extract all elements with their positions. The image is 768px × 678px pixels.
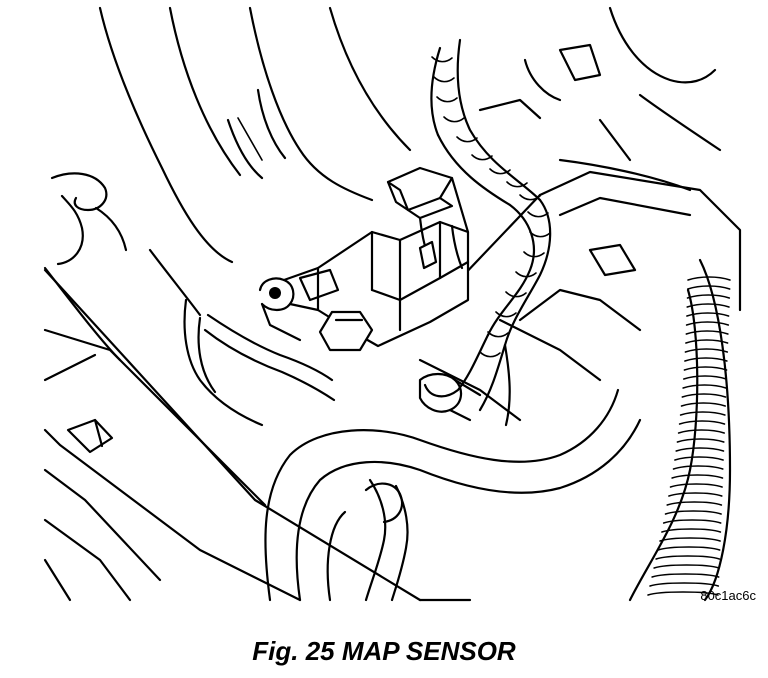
rib-fin	[685, 330, 729, 335]
housing-box	[418, 170, 742, 422]
upper-right-panel	[478, 6, 722, 192]
rib-fin	[686, 312, 730, 317]
rib-fin	[685, 321, 730, 326]
map-sensor	[316, 166, 470, 352]
rib-fin	[659, 537, 721, 542]
rib-fin	[683, 375, 727, 380]
harness-wrap-mark	[431, 56, 453, 63]
rib-fin	[676, 438, 725, 443]
harness-wrap-mark	[506, 181, 528, 188]
rib-fin	[664, 510, 722, 515]
rib-fin	[653, 564, 720, 569]
rib-fin	[682, 384, 727, 389]
rib-fin	[680, 402, 726, 407]
rib-fin	[649, 582, 720, 587]
harness-wrap-mark	[489, 168, 511, 175]
rib-fin	[675, 447, 725, 452]
rib-fin	[669, 483, 723, 488]
harness-wrap-mark	[505, 291, 527, 298]
ribbed-component	[628, 258, 732, 602]
rib-fin	[651, 573, 720, 578]
rib-fin	[687, 285, 731, 290]
mounting-bracket	[203, 266, 340, 402]
harness-wrap-mark	[519, 194, 541, 201]
rib-fin	[679, 411, 726, 416]
rib-fin	[647, 591, 719, 596]
harness-wrap-mark	[433, 76, 455, 83]
rib-fin	[671, 474, 724, 479]
figure-caption: Fig. 25 MAP SENSOR	[252, 636, 516, 666]
vacuum-fitting	[364, 372, 482, 524]
rib-fin	[655, 555, 721, 560]
rib-fin	[685, 339, 729, 344]
harness-wrap-mark	[529, 231, 551, 238]
rib-fin	[677, 429, 725, 434]
rib-fin	[686, 294, 731, 299]
rib-fin	[684, 357, 728, 362]
wire-harness	[423, 38, 552, 427]
harness-wrap-mark	[523, 251, 545, 258]
rib-fin	[681, 393, 727, 398]
harness-wrap-mark	[456, 136, 478, 143]
rib-fin	[661, 528, 722, 533]
rib-fin	[672, 465, 724, 470]
harness-wrap-mark	[495, 311, 517, 318]
intake-tube	[264, 388, 642, 602]
body-panel-contours	[43, 6, 412, 427]
rib-fin	[668, 492, 723, 497]
rib-fin	[666, 501, 723, 506]
harness-wrap-mark	[487, 331, 509, 338]
rib-fin	[674, 456, 724, 461]
rib-fin	[657, 546, 721, 551]
rib-fin	[684, 348, 729, 353]
map-sensor-illustration	[43, 6, 742, 602]
figure-code: 80c1ac6c	[700, 588, 756, 603]
harness-wrap-mark	[443, 116, 465, 123]
harness-wrap-mark	[515, 271, 537, 278]
left-frame-rails	[43, 268, 422, 602]
rib-fin	[662, 519, 722, 524]
rib-fin	[686, 303, 730, 308]
harness-wrap-mark	[471, 154, 493, 161]
rib-fin	[687, 276, 731, 281]
rib-fin	[678, 420, 726, 425]
rib-fin	[683, 366, 728, 371]
harness-wrap-mark	[479, 351, 501, 358]
harness-wrap-mark	[436, 96, 458, 103]
harness-wrap-mark	[527, 211, 549, 218]
